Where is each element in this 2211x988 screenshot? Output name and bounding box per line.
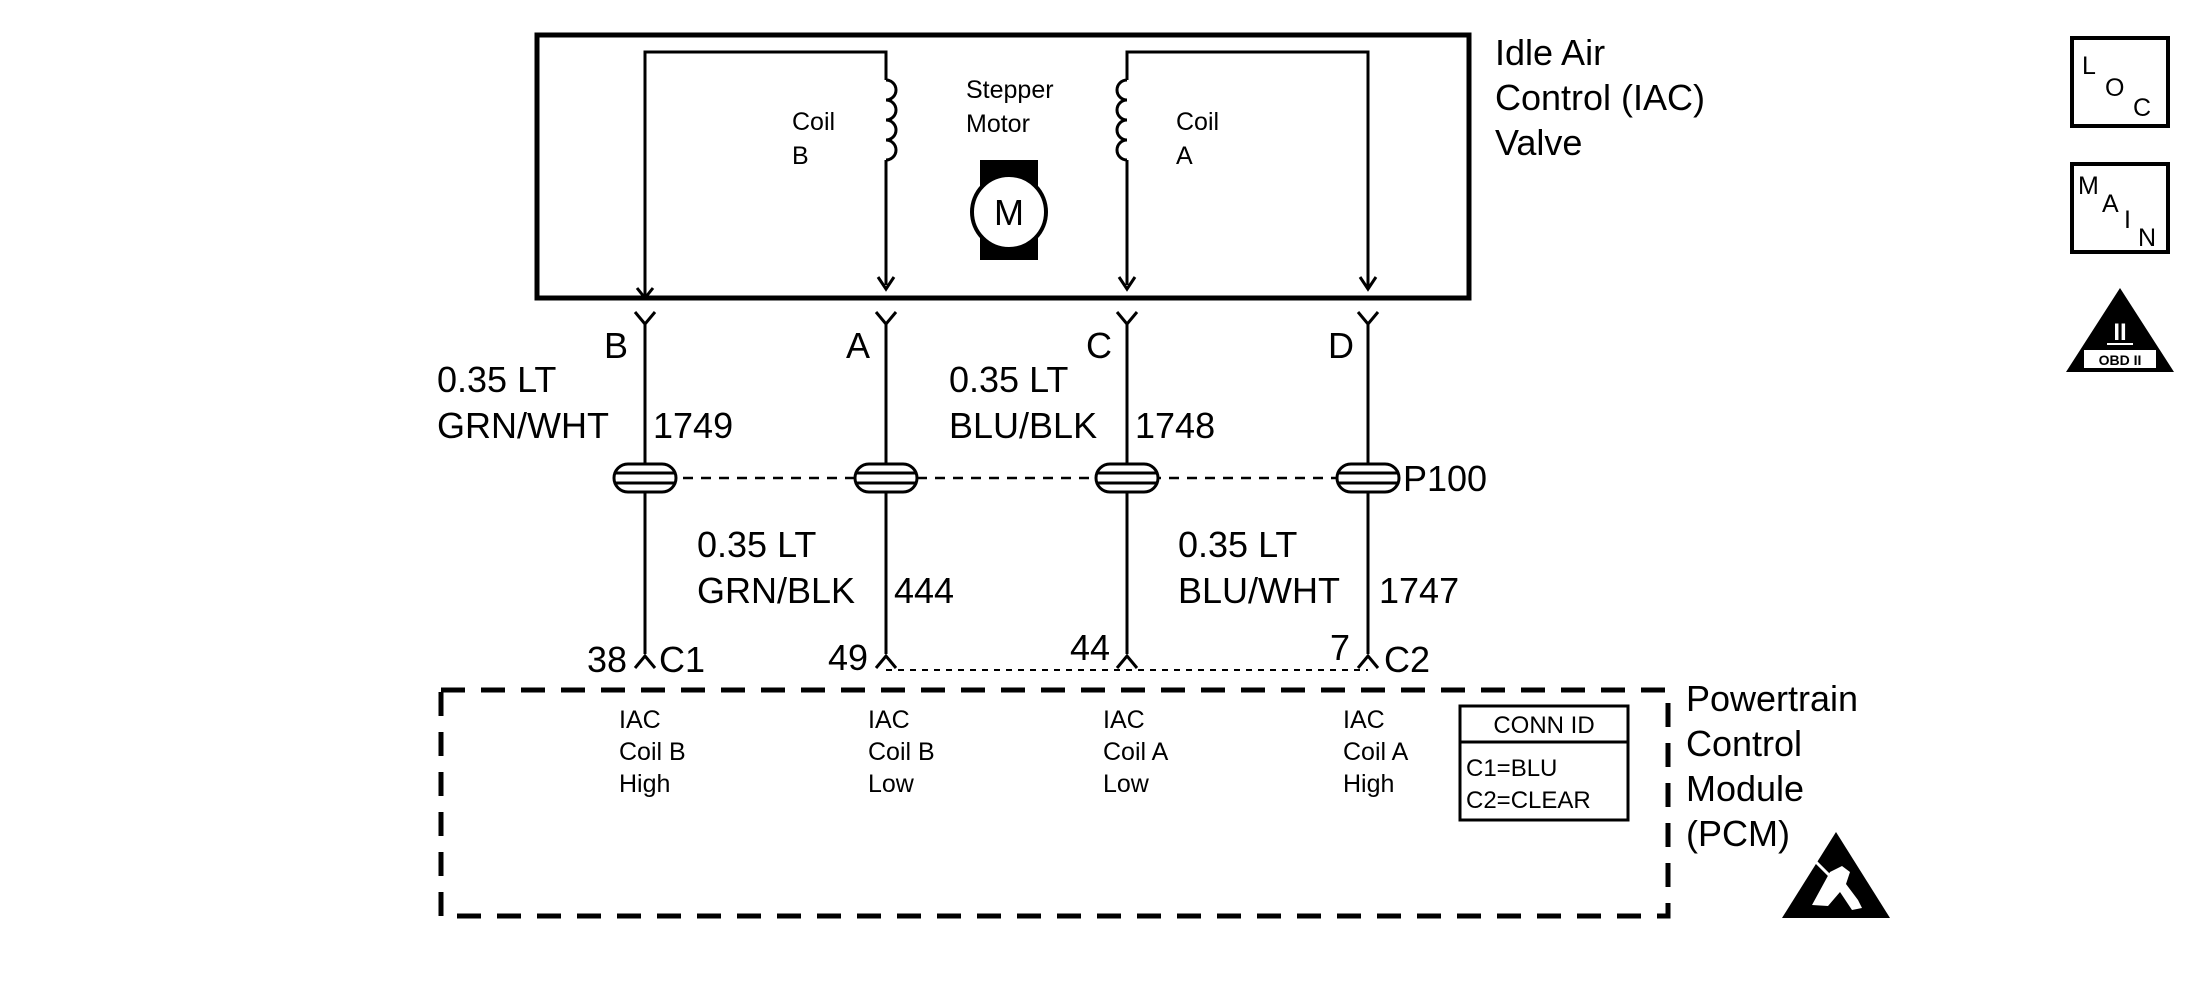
pcm-terminal-label: IAC Coil A High: [1343, 706, 1414, 798]
svg-text:L: L: [2082, 52, 2096, 80]
svg-text:II: II: [2113, 319, 2126, 346]
coil-a-label: Coil A: [1176, 108, 1226, 170]
stepper-motor-label: Stepper Motor: [966, 76, 1061, 138]
obd-ii-icon[interactable]: II OBD II: [2066, 288, 2174, 372]
coil-b-label: Coil B: [792, 108, 842, 170]
conn-id-title: CONN ID: [1493, 712, 1594, 739]
pin-label-d: D: [1328, 325, 1354, 366]
pin-label-c: C: [1086, 325, 1112, 366]
pin-label-a: A: [846, 325, 870, 366]
wire-circuit: 444: [894, 570, 954, 611]
pcm-pin-number: 49: [828, 637, 868, 678]
wire-color: BLU/BLK: [949, 405, 1097, 446]
wire-circuit: 1749: [653, 405, 733, 446]
pcm: IAC Coil B High IAC Coil B Low IAC Coil …: [438, 687, 1671, 919]
svg-text:O: O: [2105, 74, 2124, 102]
pcm-terminal-label: IAC Coil A Low: [1103, 706, 1174, 798]
svg-text:C: C: [2133, 94, 2151, 122]
coil-b-circuit: [635, 50, 898, 301]
coil-a-circuit: [1115, 50, 1378, 292]
svg-text:N: N: [2138, 224, 2156, 252]
pcm-connector-id: C1: [659, 639, 705, 680]
pcm-connector-id: C2: [1384, 639, 1430, 680]
conn-id-line: C2=CLEAR: [1466, 787, 1591, 814]
motor-symbol: M: [994, 192, 1024, 233]
pcm-terminal-label: IAC Coil B Low: [868, 706, 942, 798]
pcm-title: Powertrain Control Module (PCM): [1686, 678, 1868, 854]
svg-text:A: A: [2102, 190, 2119, 218]
conn-id-line: C1=BLU: [1466, 755, 1557, 782]
splice-pin-d: [1335, 462, 1401, 494]
pcm-terminal-label: IAC Coil B High: [619, 706, 693, 798]
pcm-pin-labels: 38 C1 49 44 7 C2: [587, 627, 1430, 680]
iac-valve: M Coil B Coil A Stepper Motor: [534, 32, 1472, 301]
pcm-pin-number: 7: [1330, 627, 1350, 668]
valve-pin-labels: B A C D: [604, 325, 1354, 366]
svg-text:M: M: [2078, 172, 2099, 200]
splice-pin-b: [612, 462, 678, 494]
wire-size: 0.35 LT: [1178, 524, 1297, 565]
wire-size: 0.35 LT: [949, 359, 1068, 400]
wire-circuit: 1747: [1379, 570, 1459, 611]
splice-connector-label: P100: [1403, 458, 1487, 499]
lower-wire-labels: 0.35 LT GRN/BLK 444 0.35 LT BLU/WHT 1747: [697, 524, 1459, 611]
svg-text:I: I: [2124, 206, 2131, 234]
wire-circuit: 1748: [1135, 405, 1215, 446]
wire-color: GRN/BLK: [697, 570, 855, 611]
stepper-motor: M: [970, 160, 1048, 260]
splice-p100: P100: [612, 458, 1487, 499]
pcm-pin-number: 44: [1070, 627, 1110, 668]
pcm-pin-number: 38: [587, 639, 627, 680]
iac-valve-box: [534, 32, 1472, 301]
splice-pin-a: [853, 462, 919, 494]
esd-warning-icon: [1782, 832, 1890, 918]
pcm-box: [438, 687, 1671, 919]
pin-label-b: B: [604, 325, 628, 366]
splice-pin-c: [1094, 462, 1160, 494]
upper-wire-labels: 0.35 LT GRN/WHT 1749 0.35 LT BLU/BLK 174…: [437, 359, 1215, 446]
svg-text:OBD II: OBD II: [2099, 352, 2142, 368]
wire-size: 0.35 LT: [437, 359, 556, 400]
conn-id-box: CONN ID C1=BLU C2=CLEAR: [1458, 704, 1630, 822]
loc-icon[interactable]: L O C: [2070, 36, 2170, 128]
coil-b-winding: [885, 78, 898, 162]
coil-a-winding: [1115, 78, 1128, 162]
main-icon[interactable]: M A I N: [2070, 162, 2170, 254]
wire-size: 0.35 LT: [697, 524, 816, 565]
iac-valve-title: Idle Air Control (IAC) Valve: [1495, 32, 1715, 163]
wire-color: BLU/WHT: [1178, 570, 1340, 611]
wire-color: GRN/WHT: [437, 405, 609, 446]
